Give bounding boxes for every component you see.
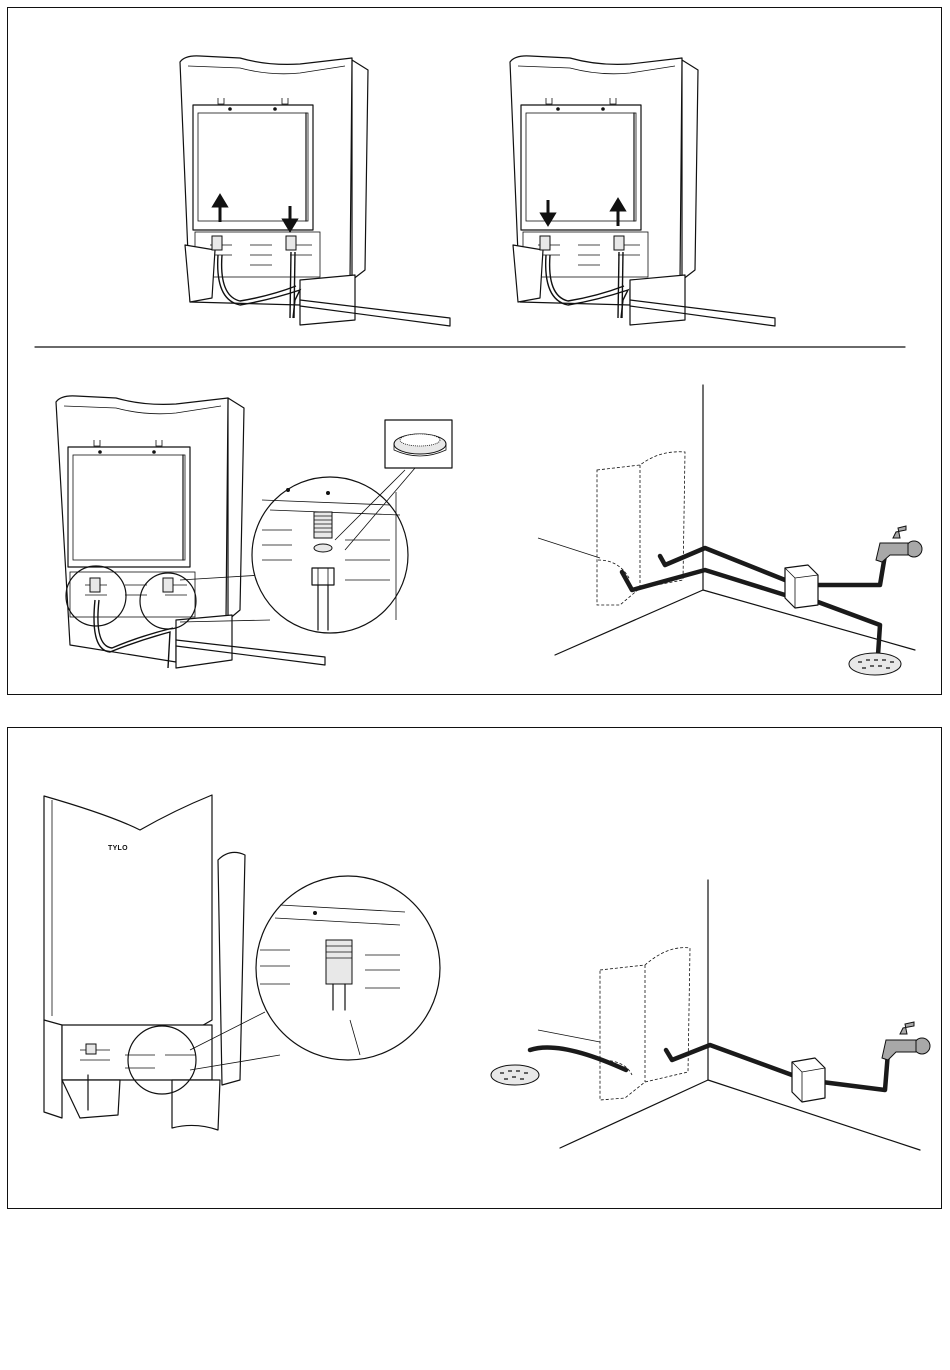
magnified-hose-detail bbox=[256, 876, 440, 1060]
valve-box-icon bbox=[785, 565, 818, 608]
magnified-connection-detail bbox=[252, 468, 415, 633]
water-tap-icon bbox=[876, 526, 922, 562]
heater-illustration-1 bbox=[180, 56, 450, 326]
valve-box-icon bbox=[792, 1058, 825, 1102]
floor-drain-icon bbox=[849, 653, 901, 675]
heater-illustration-4: TYLO bbox=[44, 795, 280, 1130]
floor-drain-icon bbox=[491, 1065, 539, 1085]
piping-layout-2 bbox=[491, 880, 930, 1150]
brand-logo: TYLO bbox=[108, 845, 128, 852]
sieve-gasket-icon bbox=[385, 420, 452, 468]
heater-illustration-2 bbox=[510, 56, 775, 326]
water-tap-icon bbox=[882, 1022, 930, 1060]
piping-layout-1 bbox=[538, 385, 922, 675]
